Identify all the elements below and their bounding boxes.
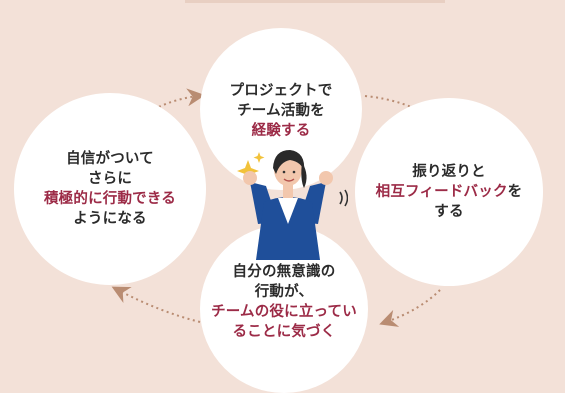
step-circle-left: 自信がついてさらに積極的に行動できるようになる (14, 93, 206, 285)
highlight-text: ることに気づく (232, 324, 336, 340)
step-circle-right: 振り返りと相互フィードバックをする (355, 98, 543, 286)
top-cropped-strip (185, 0, 445, 3)
step-left-line: ようになる (44, 209, 176, 229)
step-top-line: 経験する (230, 121, 333, 141)
highlight-text: 経験する (251, 123, 311, 139)
step-top-line: プロジェクトで (230, 81, 333, 101)
body-text: チーム活動を (237, 103, 325, 119)
step-bottom-line: 行動が、 (211, 282, 357, 302)
step-text-right: 振り返りと相互フィードバックをする (376, 162, 523, 222)
step-right-line: する (376, 202, 523, 222)
step-bottom-line: 自分の無意識の (211, 262, 357, 282)
body-text: 自信がついて (66, 151, 154, 167)
step-bottom-line: チームの役に立ってい (211, 302, 357, 322)
body-text: プロジェクトで (229, 83, 333, 99)
step-circle-top: プロジェクトでチーム活動を経験する (200, 28, 362, 190)
step-left-line: 積極的に行動できる (44, 189, 176, 209)
step-right-line: 相互フィードバックを (376, 182, 523, 202)
highlight-text: 相互フィードバック (375, 184, 508, 200)
body-text: ようになる (73, 211, 147, 227)
body-text: する (434, 204, 464, 220)
arrow-top-to-right (364, 95, 438, 122)
step-text-bottom: 自分の無意識の行動が、チームの役に立っていることに気づく (211, 262, 357, 342)
body-text: 行動が、 (254, 284, 314, 300)
step-bottom-line: ることに気づく (211, 322, 357, 342)
person-cheering-icon (237, 150, 348, 260)
highlight-text: 積極的に行動できる (43, 191, 176, 207)
step-left-line: さらに (44, 169, 176, 189)
step-text-top: プロジェクトでチーム活動を経験する (230, 81, 333, 141)
arrow-bottom-to-left (111, 286, 201, 323)
body-text: 振り返りと (412, 164, 486, 180)
body-text: さらに (87, 171, 133, 187)
step-left-line: 自信がついて (44, 149, 176, 169)
step-right-line: 振り返りと (376, 162, 523, 182)
body-text: を (507, 184, 523, 200)
step-text-left: 自信がついてさらに積極的に行動できるようになる (44, 149, 176, 229)
sparkle-icon (237, 152, 265, 182)
arrow-right-to-bottom (379, 289, 441, 327)
body-text: 自分の無意識の (232, 264, 336, 280)
step-top-line: チーム活動を (230, 101, 333, 121)
highlight-text: チームの役に立ってい (211, 304, 357, 320)
